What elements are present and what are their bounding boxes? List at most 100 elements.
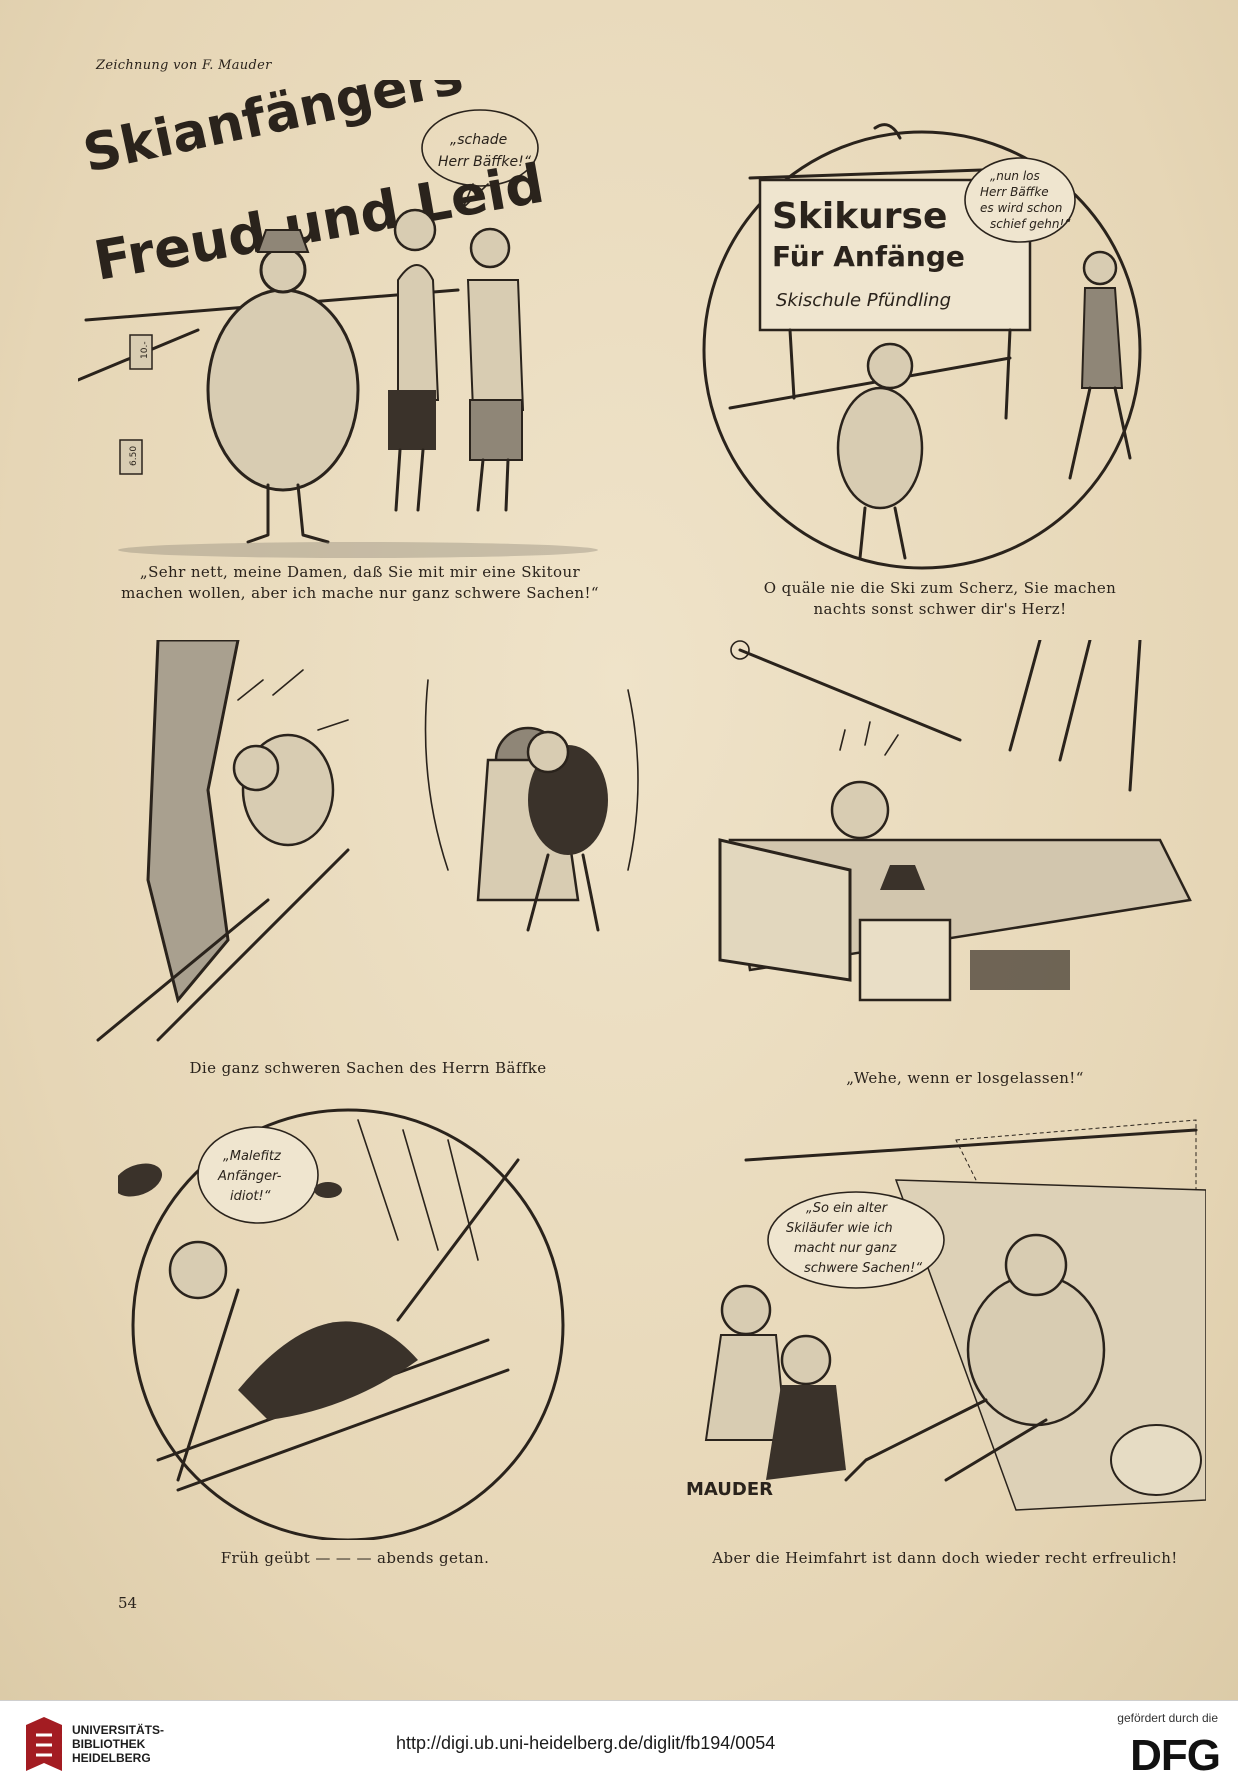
panel-2-drawing: Skikurse Für Anfänge Skischule Pfündling… <box>702 123 1142 570</box>
man-head <box>1004 1233 1068 1297</box>
speech-bubble-tail <box>462 183 489 209</box>
panel-1-caption: „Sehr nett, meine Damen, daß Sie mit mir… <box>121 563 599 602</box>
speech-line-1: „schade <box>450 132 507 148</box>
woman-2-head <box>469 227 511 269</box>
scanned-page: Zeichnung von F. Mauder Skianfängers Fre… <box>0 0 1238 1700</box>
background-dancer-right <box>627 689 639 871</box>
rucksack <box>1110 1424 1202 1496</box>
speech-line-2: Herr Bäffke <box>980 185 1049 199</box>
skier-head <box>232 744 280 792</box>
man-legs <box>844 1398 1048 1482</box>
page-number: 54 <box>118 1594 138 1612</box>
speech-bubble <box>964 157 1076 243</box>
panel-2-caption: O quäle nie die Ski zum Scherz, Sie mach… <box>763 579 1117 618</box>
woman-1-upper <box>397 264 440 401</box>
flying-cap <box>118 1163 163 1197</box>
library-name-line-1: UNIVERSITÄTS- <box>72 1723 165 1737</box>
funded-by-label: gefördert durch die <box>1117 1711 1218 1725</box>
woman-2-legs <box>476 458 510 512</box>
panel-4-caption: „Wehe, wenn er losgelassen!“ <box>846 1069 1084 1087</box>
price-tag-2 <box>119 439 143 475</box>
flying-hat <box>314 1182 342 1198</box>
title-line-2: Freud und Leid <box>89 152 548 293</box>
man-coat <box>206 288 360 492</box>
panel-3-drawing <box>96 640 639 1042</box>
speech-line-3: es wird schon <box>980 201 1062 215</box>
ski-pole-right <box>1128 640 1142 792</box>
shock-lines <box>839 721 899 756</box>
instructor-head <box>1082 250 1118 286</box>
woman-2-head <box>780 1334 832 1386</box>
luggage-rack-net <box>955 1119 1197 1201</box>
skier-crouched-body <box>238 1321 418 1420</box>
speech-bubble <box>421 109 539 187</box>
sign-posts <box>788 328 1012 420</box>
ski-pole-basket <box>730 640 750 660</box>
cartoon-panel-5: „Malefitz Anfänger- idiot!“ <box>118 1100 598 1540</box>
sign-line-1: Skikurse <box>772 196 947 237</box>
ski-poles <box>176 1158 520 1482</box>
speech-line-2: Herr Bäffke!“ <box>438 154 532 170</box>
tree-trunk <box>146 640 240 1004</box>
man-hat <box>256 229 310 253</box>
panel-circle-frame <box>131 1108 565 1540</box>
background-dancer-left <box>424 679 449 871</box>
woman-1-head <box>393 208 437 252</box>
dfg-logo: DFG <box>1130 1731 1221 1780</box>
panel-circle-frame <box>702 130 1142 570</box>
cartoon-panel-2: Skikurse Für Anfänge Skischule Pfündling… <box>690 118 1160 578</box>
document-url-link[interactable]: http://digi.ub.uni-heidelberg.de/diglit/… <box>396 1733 776 1753</box>
woman-1-skirt <box>388 390 436 450</box>
ski-pole-left <box>738 648 962 742</box>
speech-line-2: Skiläufer wie ich <box>786 1221 893 1236</box>
price-tag-1-text: 10.- <box>140 341 150 359</box>
speech-line-1: „nun los <box>990 169 1040 183</box>
luggage-rack-bar <box>744 1128 1198 1162</box>
cartoon-panel-6: „So ein alter Skiläufer wie ich macht nu… <box>686 1100 1206 1540</box>
woman-2-upper <box>466 279 525 411</box>
panel-3-caption: Die ganz schweren Sachen des Herrn Bäffk… <box>189 1059 547 1077</box>
speech-line-3: macht nur ganz <box>794 1241 898 1256</box>
man-body <box>966 1273 1106 1427</box>
woman-2-skirt <box>469 399 523 461</box>
panel-6-drawing: „So ein alter Skiläufer wie ich macht nu… <box>686 1119 1206 1511</box>
library-name-line-2: BIBLIOTHEK <box>72 1737 146 1751</box>
price-tag-1 <box>129 334 153 370</box>
skis-carried <box>728 356 1012 410</box>
panel-5-caption: Früh geübt — — — abends getan. <box>220 1549 490 1567</box>
man-head <box>866 342 914 390</box>
woman-2-body <box>766 1385 846 1480</box>
speech-line-2: Anfänger- <box>217 1169 282 1184</box>
dancer-legs <box>526 853 600 932</box>
panel-4-drawing <box>718 640 1192 1002</box>
artist-signature: MAUDER <box>686 1479 773 1500</box>
nightstand <box>858 918 952 1002</box>
library-name: UNIVERSITÄTS- BIBLIOTHEK HEIDELBERG <box>72 1723 164 1765</box>
speech-line-3: idiot!“ <box>230 1189 271 1204</box>
sign-line-3: Skischule Pfündling <box>776 290 951 311</box>
price-tag-2-text: 6.50 <box>129 446 139 466</box>
cartoon-panel-4 <box>710 640 1210 1060</box>
speech-line-4: schwere Sachen!“ <box>804 1261 922 1276</box>
dancer-man-head <box>526 730 570 774</box>
panel-1-drawing: Skianfängers Freud und Leid „schade Herr… <box>78 80 598 558</box>
skis <box>96 848 350 1042</box>
speech-bubble <box>767 1191 945 1289</box>
library-name-line-3: HEIDELBERG <box>72 1751 151 1765</box>
illustrator-credit: Zeichnung von F. Mauder <box>96 58 272 73</box>
title-line-1: Skianfängers <box>78 80 468 185</box>
cartoon-panel-1: Skianfängers Freud und Leid „schade Herr… <box>78 80 638 560</box>
speech-line-1: „So ein alter <box>806 1201 889 1216</box>
bird-icon <box>873 123 902 140</box>
speed-lines <box>357 1119 479 1261</box>
impact-lines <box>237 669 349 731</box>
animated-skis <box>1008 640 1092 762</box>
instructor-body <box>1080 287 1124 389</box>
sleeper-head <box>830 780 890 840</box>
man-body <box>836 386 924 510</box>
man-head <box>259 246 307 294</box>
man-legs <box>246 483 330 544</box>
woman-1-body <box>704 1334 788 1441</box>
speech-line-1: „Malefitz <box>223 1149 282 1164</box>
skier-head <box>168 1240 228 1300</box>
